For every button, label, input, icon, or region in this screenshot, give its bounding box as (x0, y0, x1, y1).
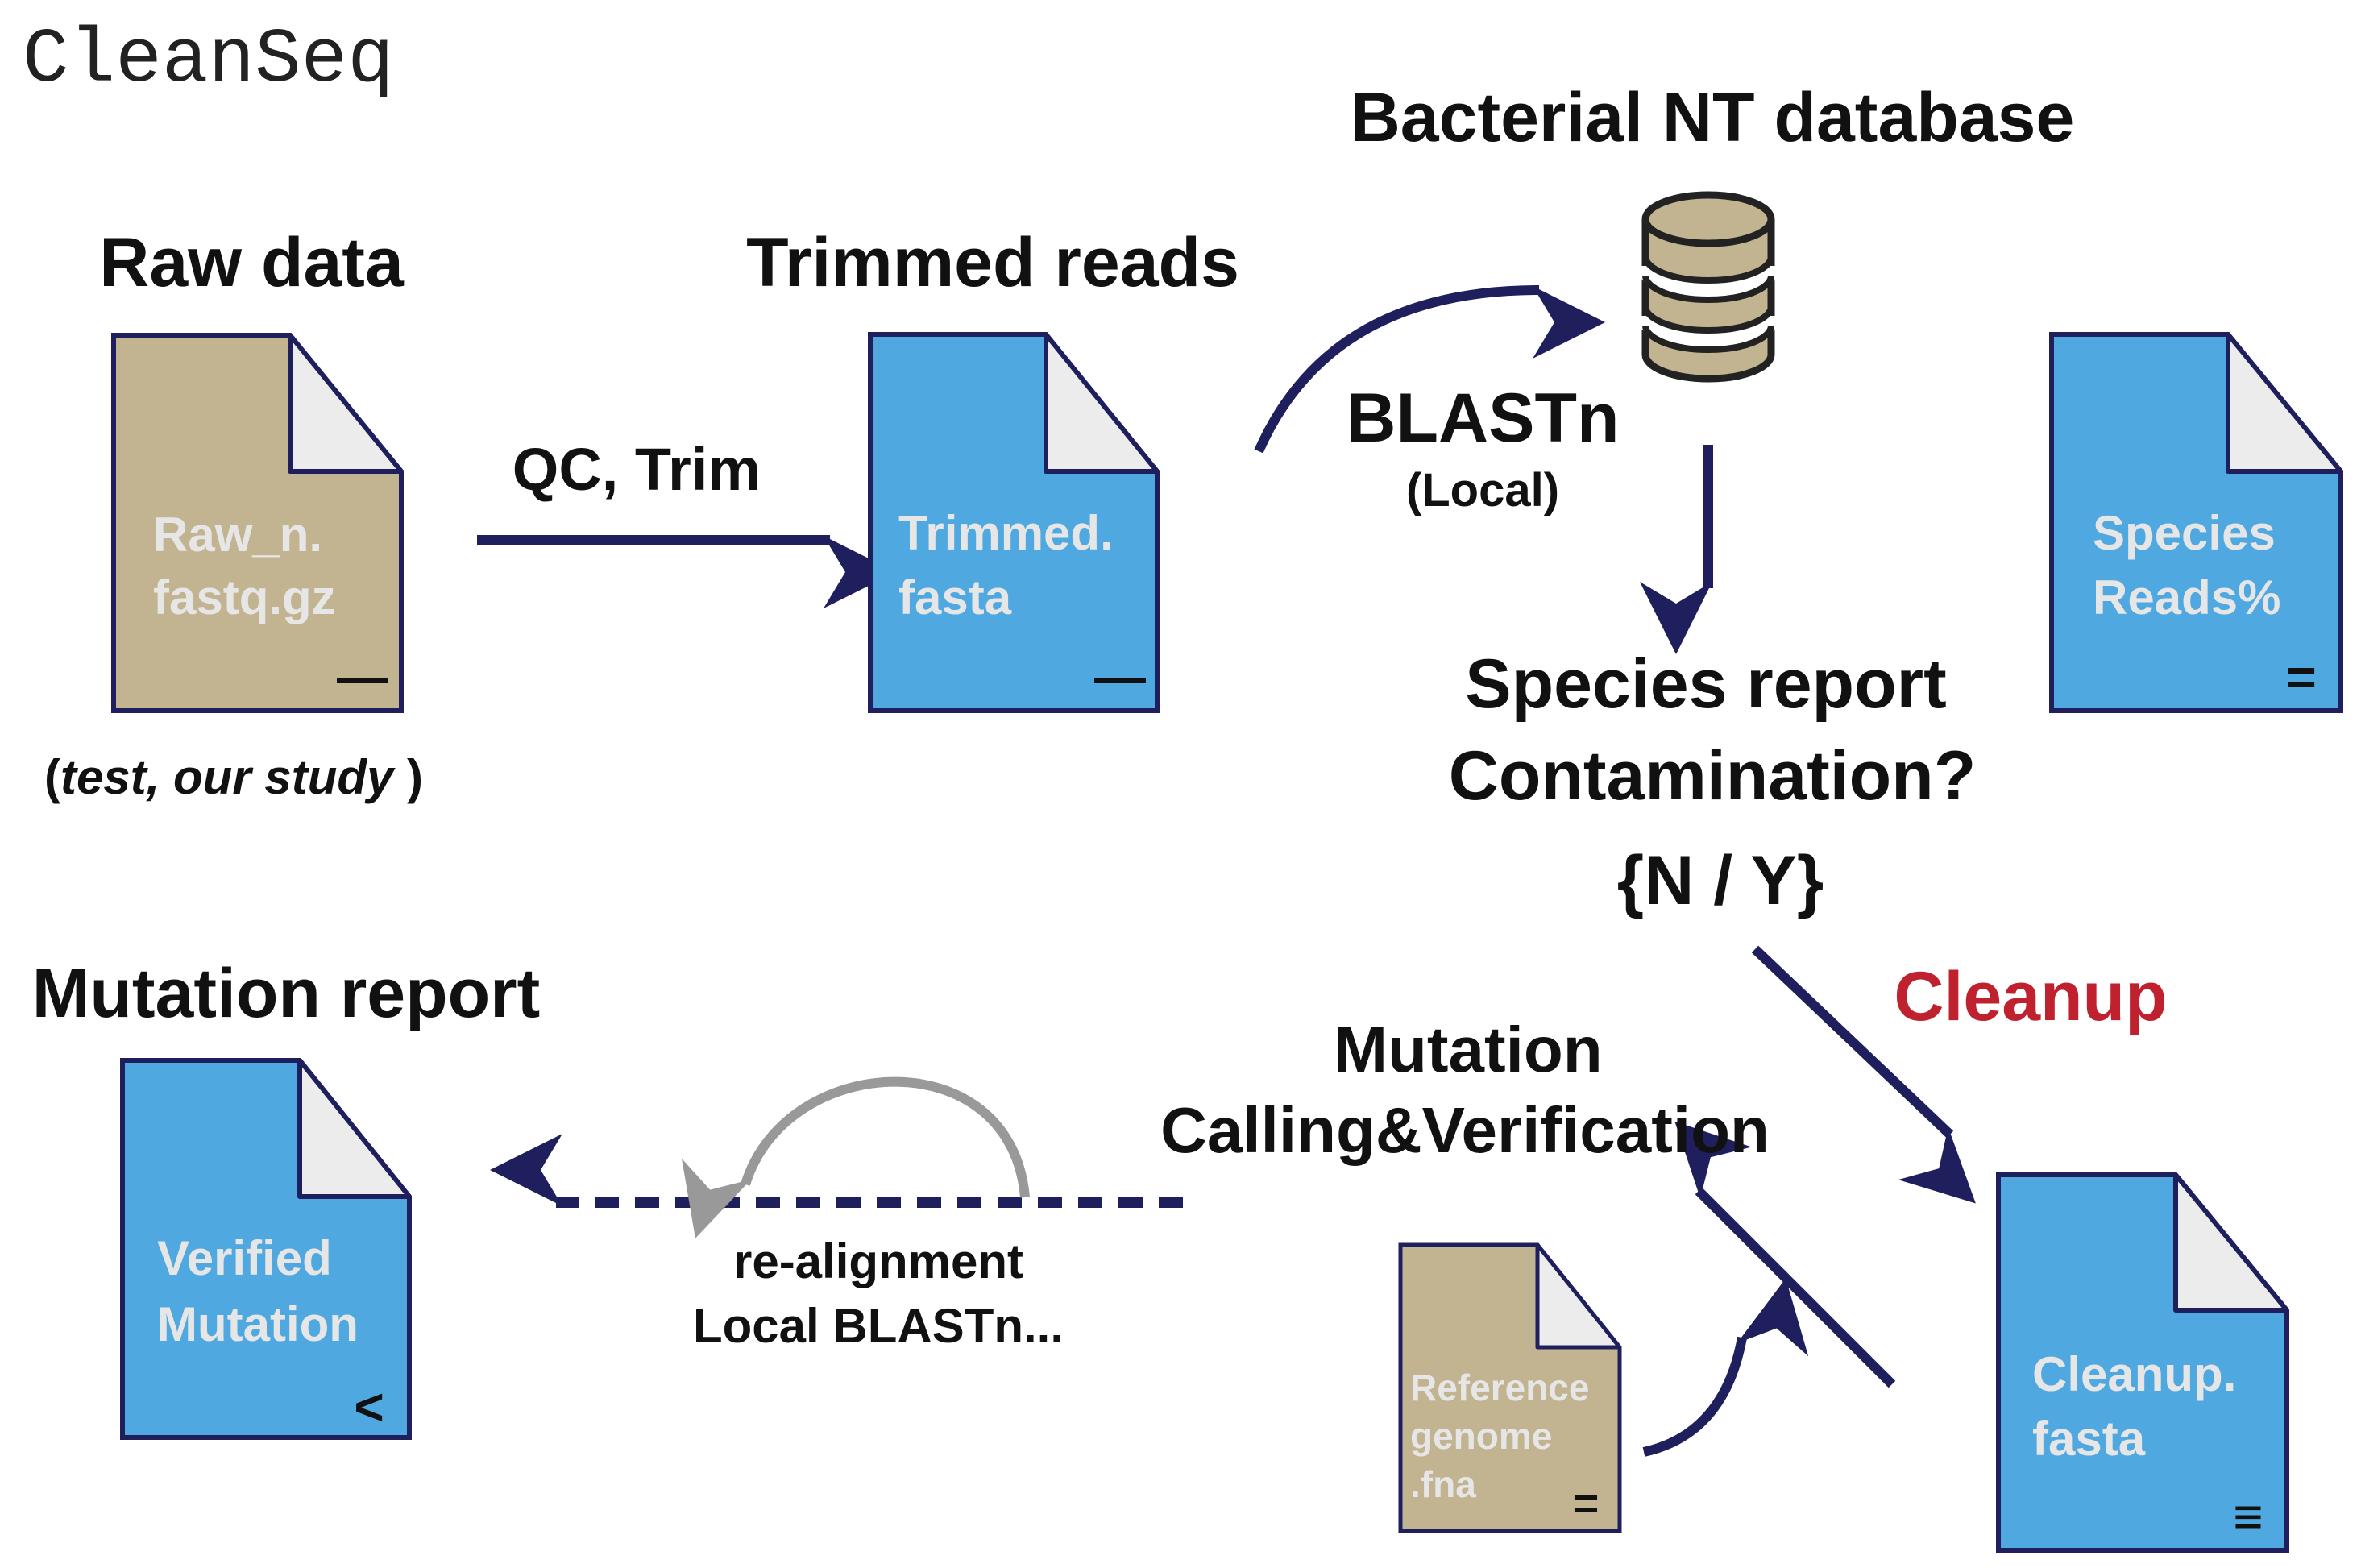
reference-file-label-line2: genome (1410, 1415, 1552, 1457)
species-file-label-line1: Species (2093, 506, 2276, 560)
raw-file-label-line2: fastq.gz (153, 570, 336, 624)
cleanup-label: Cleanup (1894, 958, 2167, 1035)
cleanup-file-label-line1: Cleanup. (2032, 1347, 2236, 1401)
database-heading: Bacterial NT database (1351, 79, 2075, 156)
reference-file-label-line3: .fna (1410, 1463, 1476, 1505)
report-to-cleanup-arrow (1751, 945, 1976, 1204)
raw-file-label-line1: Raw_n. (153, 508, 322, 562)
reference-file-badge: = (1573, 1478, 1600, 1529)
raw-data-caption: (test, our study ) (44, 750, 423, 804)
mutation-report-file-icon (120, 1058, 412, 1440)
species-file-badge: = (2286, 648, 2316, 706)
species-report-line3: {N / Y} (1617, 842, 1824, 919)
blastn-arrow (1254, 285, 1606, 454)
trimmed-file-badge: — (1094, 648, 1146, 706)
raw-file-badge: — (337, 648, 388, 706)
qc-trim-label: QC, Trim (512, 436, 761, 503)
realignment-loop-arrow (682, 1076, 1030, 1238)
cleanup-to-calling-arrow (1674, 1121, 1896, 1388)
realignment-label-line1: re-alignment (733, 1234, 1023, 1288)
cleanup-file-label-line2: fasta (2032, 1412, 2146, 1466)
trimmed-file-label-line1: Trimmed. (898, 506, 1114, 560)
cleanup-file-badge: ≡ (2233, 1487, 2263, 1545)
raw-caption-open: ( (44, 750, 60, 804)
trimmed-file-label-line2: fasta (898, 570, 1012, 624)
app-title: CleanSeq (23, 16, 394, 104)
cleanup-file-icon (1996, 1172, 2289, 1553)
raw-caption-close: ) (393, 750, 423, 804)
mutation-calling-line1: Mutation (1334, 1014, 1602, 1085)
species-file-icon (2049, 332, 2343, 713)
raw-data-heading: Raw data (99, 224, 405, 301)
mutation-file-label-line2: Mutation (157, 1297, 359, 1351)
reference-file-label-line1: Reference (1410, 1367, 1589, 1408)
species-report-line2: Contamination? (1449, 737, 1977, 815)
species-file-label-line2: Reads% (2093, 570, 2280, 624)
blastn-sublabel: (Local) (1406, 464, 1559, 516)
mutation-calling-line2: Calling&Verification (1160, 1094, 1770, 1166)
trimmed-file-icon (868, 332, 1160, 713)
mutation-file-label-line1: Verified (157, 1231, 332, 1285)
database-icon (1637, 191, 1780, 383)
raw-caption-italic: test, our study (60, 750, 396, 804)
species-report-line1: Species report (1465, 645, 1946, 723)
blastn-label: BLASTn (1346, 380, 1619, 457)
raw-data-file-icon (111, 333, 404, 713)
reference-file-icon (1398, 1242, 1622, 1533)
mutation-report-heading: Mutation report (32, 955, 541, 1032)
mutation-file-badge: < (354, 1378, 384, 1436)
realignment-label-line2: Local BLASTn... (693, 1299, 1064, 1353)
reference-to-calling-arrow (1642, 1278, 1809, 1457)
trimmed-reads-heading: Trimmed reads (746, 224, 1239, 301)
